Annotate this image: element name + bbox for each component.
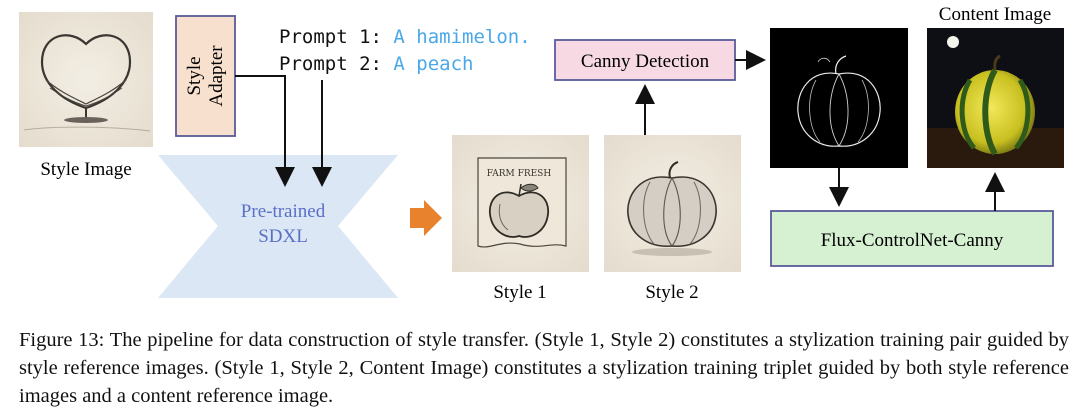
- style-2-label: Style 2: [645, 282, 698, 303]
- canny-detection-label: Canny Detection: [581, 51, 710, 72]
- figure-caption: Figure 13: The pipeline for data constru…: [19, 329, 1069, 407]
- flux-controlnet-label: Flux-ControlNet-Canny: [821, 230, 1004, 251]
- adapter-to-sdxl-arrow: [235, 75, 295, 187]
- canny-edge-image: [770, 28, 908, 168]
- style-1-image: FARM FRESH: [452, 135, 589, 272]
- prompt-2: Prompt 2: A peach: [279, 53, 473, 75]
- flux-controlnet-box: [770, 210, 1054, 267]
- sdxl-model-shape: [158, 155, 398, 298]
- sdxl-label-1: Pre-trained: [241, 201, 326, 222]
- prompt-2-prefix: Prompt 2:: [279, 53, 393, 75]
- orange-arrow: [410, 200, 442, 236]
- farm-fresh-text: FARM FRESH: [487, 169, 552, 179]
- content-image-label: Content Image: [939, 4, 1051, 25]
- pipeline-diagram: Style Image Style Adapter Prompt 1: A ha…: [19, 4, 1064, 303]
- style-adapter-label-2: Adapter: [206, 45, 227, 107]
- style-image-label: Style Image: [40, 159, 131, 180]
- style-2-image: [604, 135, 741, 272]
- style-adapter-box: [175, 15, 236, 137]
- prompt-1-prefix: Prompt 1:: [279, 26, 393, 48]
- prompt-1: Prompt 1: A hamimelon.: [279, 26, 531, 48]
- prompt-2-text: A peach: [393, 53, 473, 75]
- style-image: [19, 12, 153, 147]
- prompt-1-text: A hamimelon.: [393, 26, 530, 48]
- content-image: [927, 28, 1064, 168]
- style-1-label: Style 1: [493, 282, 546, 303]
- sdxl-label-2: SDXL: [258, 226, 308, 247]
- style-adapter-label-1: Style: [184, 56, 205, 95]
